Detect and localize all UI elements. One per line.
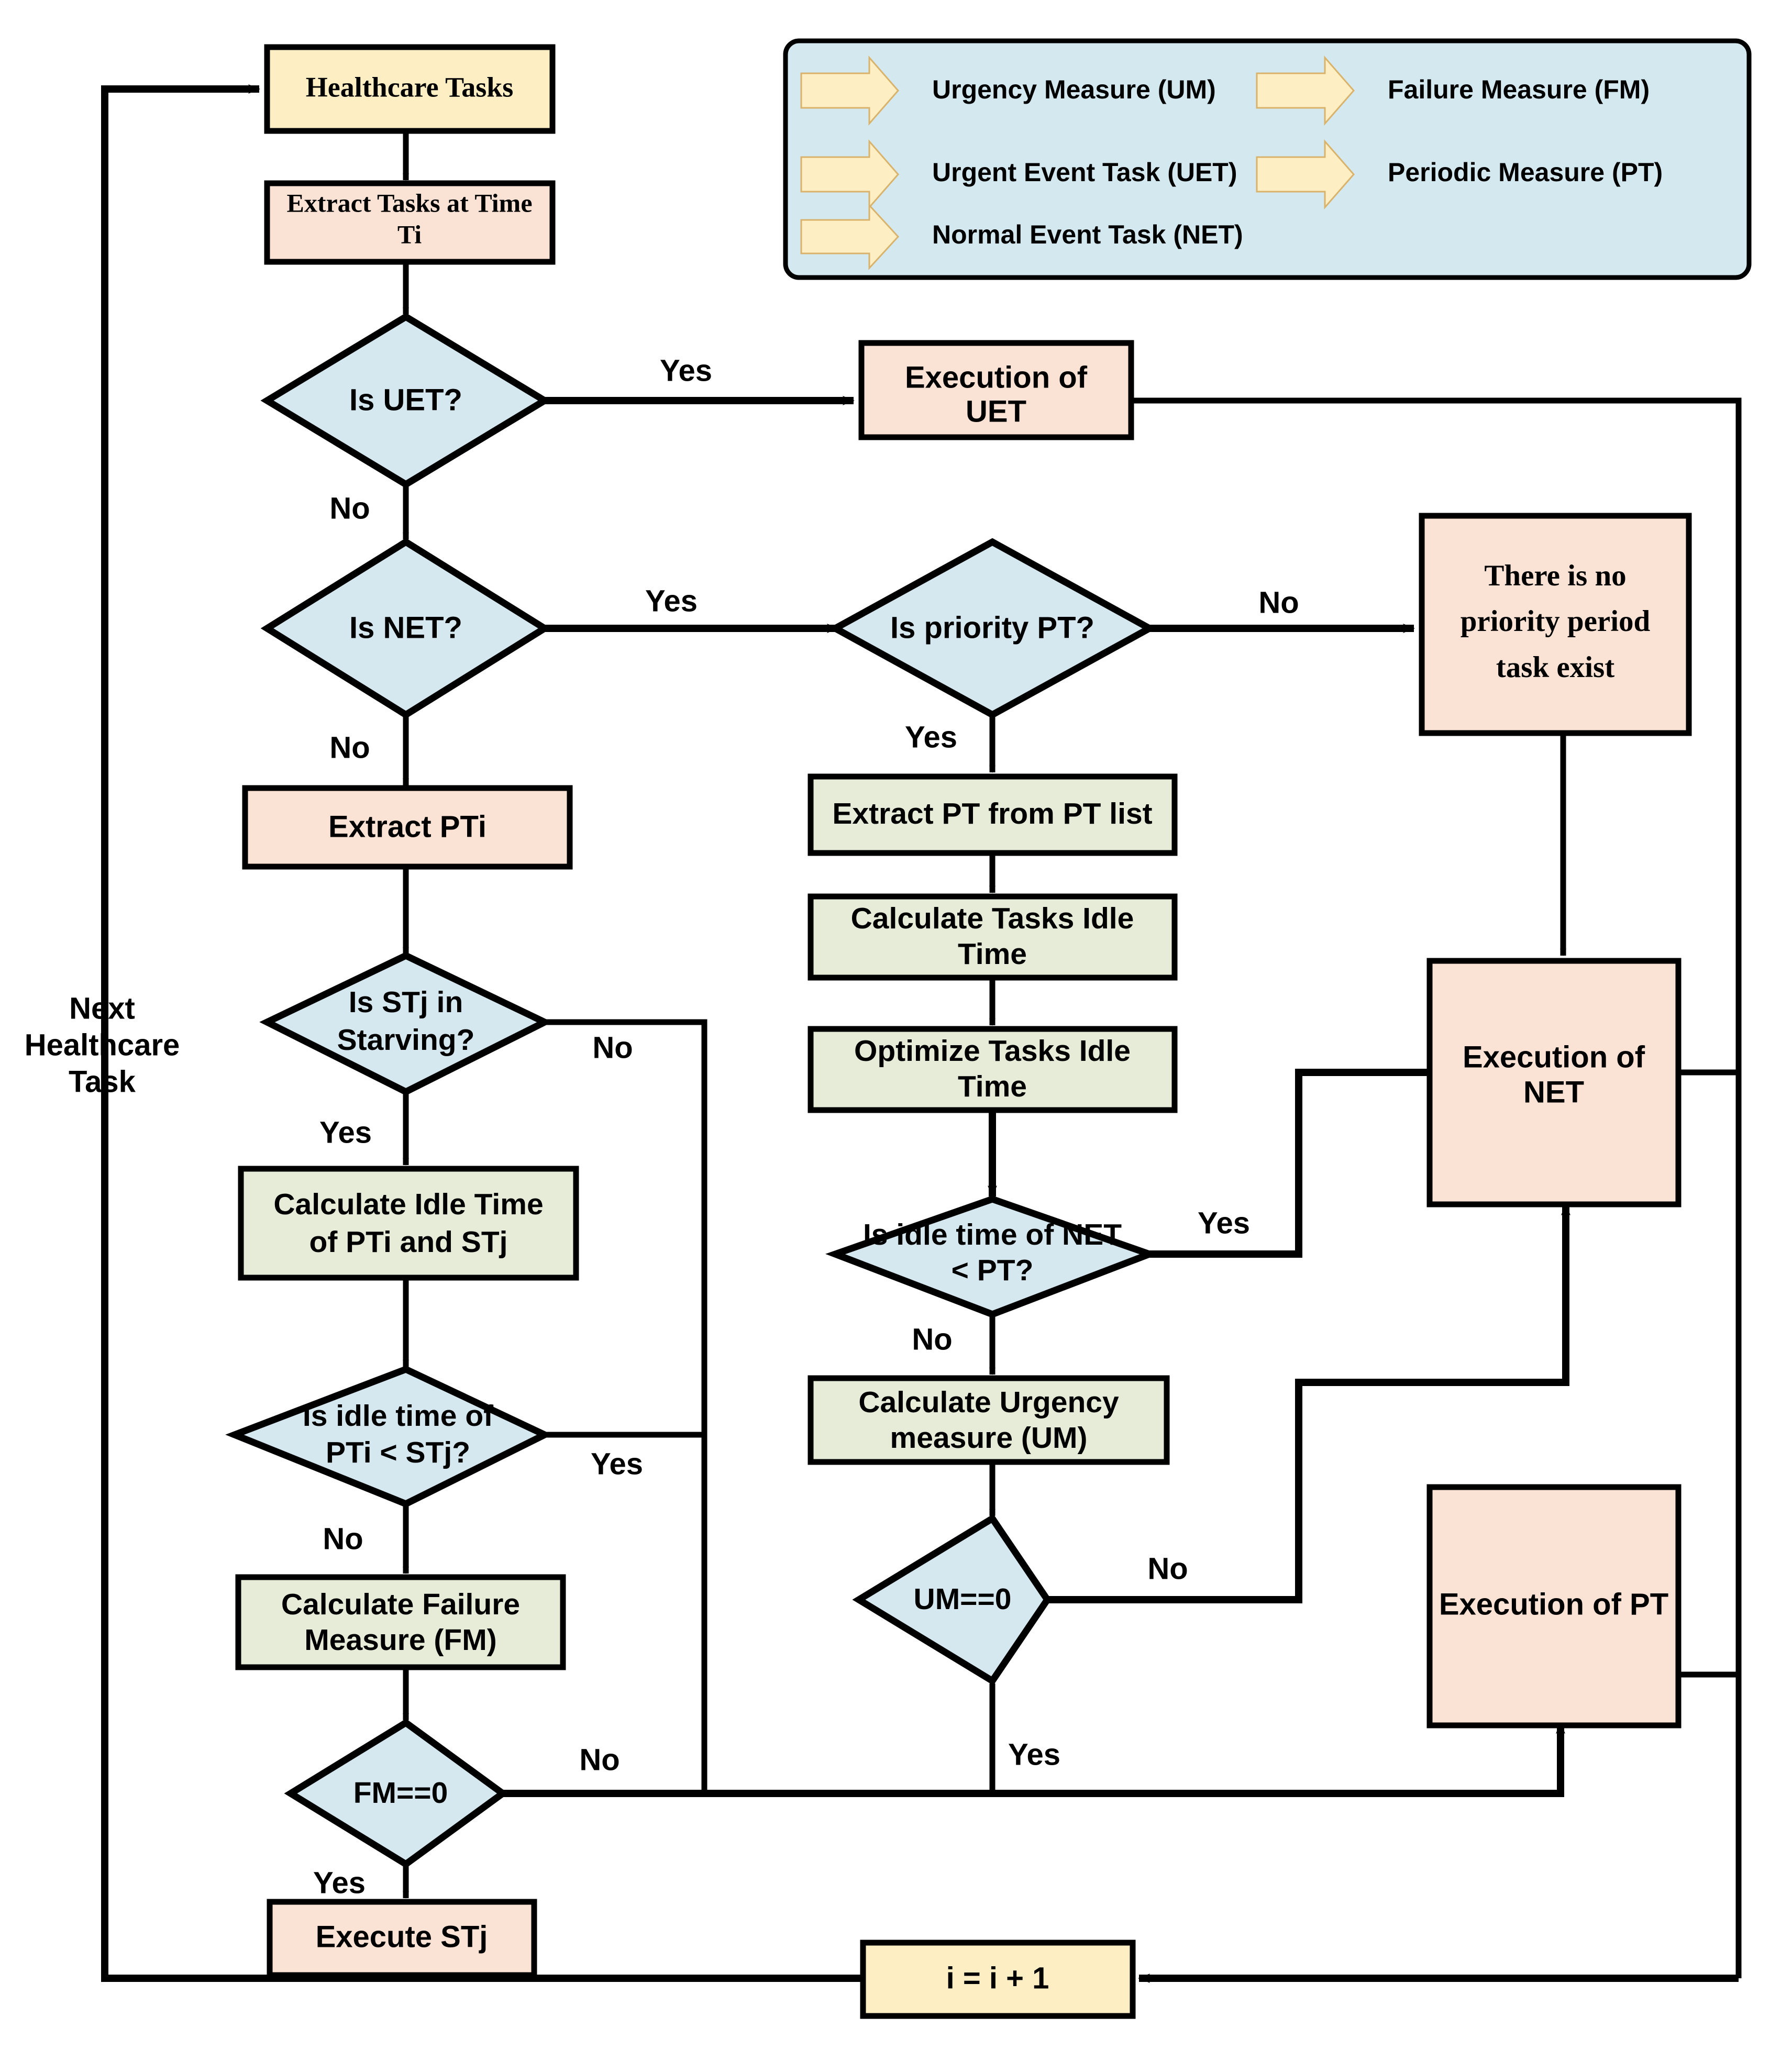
edge-label-starving-no: No [592, 1030, 633, 1065]
next-healthcare-line2: Healthcare [25, 1028, 180, 1062]
node-is-uet[interactable]: Is UET? [260, 313, 551, 489]
node-um-equals-zero[interactable]: UM==0 [852, 1514, 1052, 1686]
connectors [101, 84, 1742, 1983]
edge-label-priority-no: No [1258, 585, 1299, 619]
legend-label-um: Urgency Measure (UM) [932, 75, 1216, 104]
legend-arrow-icon-3 [1256, 56, 1355, 126]
next-healthcare-line3: Task [69, 1065, 136, 1099]
node-calculate-tasks-idle-time[interactable]: Calculate Tasks Idle Time [807, 893, 1178, 981]
node-is-stj-starving-line2: Starving? [337, 1023, 475, 1057]
node-increment-label: i = i + 1 [946, 1961, 1049, 1995]
edge-label-idle-net-yes: Yes [1198, 1206, 1250, 1240]
node-execution-net-line2: NET [1523, 1075, 1584, 1109]
node-is-net-label: Is NET? [349, 611, 462, 645]
legend-arrow-icon-1 [800, 139, 899, 209]
node-is-idle-pti-line2: PTi < STj? [326, 1436, 470, 1469]
node-execution-of-pt[interactable]: Execution of PT [1426, 1484, 1682, 1728]
legend-label-uet: Urgent Event Task (UET) [932, 158, 1237, 187]
node-calc-tasks-idle-line2: Time [958, 937, 1027, 971]
node-calc-urgency-line1: Calculate Urgency [858, 1386, 1119, 1419]
node-is-net[interactable]: Is NET? [260, 538, 551, 719]
node-calculate-failure-measure[interactable]: Calculate Failure Measure (FM) [235, 1574, 566, 1670]
node-optimize-tasks-idle-line2: Time [958, 1070, 1027, 1103]
node-extract-tasks-line2: Ti [397, 219, 422, 249]
node-no-priority-period-task[interactable]: There is no priority period task exist [1419, 513, 1692, 736]
node-extract-pt-list-label: Extract PT from PT list [832, 797, 1152, 830]
edge-label-uet-no: No [329, 491, 370, 525]
edge-label-um-yes: Yes [1008, 1737, 1060, 1771]
node-is-idle-net-line1: Is idle time of NET [863, 1218, 1122, 1251]
node-execution-of-net[interactable]: Execution of NET [1426, 958, 1682, 1207]
label-next-healthcare-task: Next Healthcare Task [25, 991, 180, 1099]
legend-arrow-icon-2 [800, 203, 900, 270]
node-is-priority-pt-label: Is priority PT? [890, 611, 1094, 645]
edge-label-fm-yes: Yes [313, 1866, 366, 1900]
node-fm-equals-zero[interactable]: FM==0 [284, 1719, 509, 1868]
legend-arrow-icon-0 [800, 56, 899, 126]
node-calc-urgency-line2: measure (UM) [890, 1421, 1088, 1455]
node-no-priority-line1: There is no [1484, 559, 1626, 592]
node-calculate-idle-time-pti-stj[interactable]: Calculate Idle Time of PTi and STj [238, 1166, 579, 1281]
node-execute-stj[interactable]: Execute STj [267, 1899, 537, 1978]
legend-panel: Urgency Measure (UM) Urgent Event Task (… [783, 38, 1752, 280]
legend-label-pt: Periodic Measure (PT) [1388, 158, 1663, 187]
node-calc-failure-line1: Calculate Failure [281, 1588, 520, 1621]
node-is-idle-pti-lt-stj[interactable]: Is idle time of PTi < STj? [225, 1365, 552, 1508]
edge-label-net-yes: Yes [645, 584, 698, 618]
node-calc-failure-line2: Measure (FM) [304, 1623, 496, 1657]
node-optimize-tasks-idle-line1: Optimize Tasks Idle [854, 1034, 1131, 1068]
node-is-uet-label: Is UET? [349, 383, 462, 417]
node-no-priority-line2: priority period [1461, 605, 1651, 638]
next-healthcare-line1: Next [69, 991, 135, 1025]
node-optimize-tasks-idle-time[interactable]: Optimize Tasks Idle Time [807, 1026, 1178, 1113]
node-fm-eq-zero-label: FM==0 [353, 1776, 448, 1810]
node-is-idle-pti-line1: Is idle time of [303, 1399, 494, 1433]
node-execution-of-uet[interactable]: Execution of UET [858, 340, 1134, 440]
node-extract-tasks-line1: Extract Tasks at Time [286, 188, 532, 217]
legend-label-fm: Failure Measure (FM) [1388, 75, 1650, 104]
node-is-idle-net-line2: < PT? [952, 1254, 1034, 1287]
node-calc-idle-pti-stj-line2: of PTi and STj [309, 1225, 508, 1259]
edge-label-starving-yes: Yes [319, 1115, 372, 1149]
legend-arrow-icon-4 [1256, 139, 1355, 209]
node-extract-pti-label: Extract PTi [328, 810, 486, 844]
legend-label-net: Normal Event Task (NET) [932, 220, 1243, 249]
edge-label-um-no: No [1147, 1552, 1188, 1586]
node-healthcare-tasks-label: Healthcare Tasks [306, 71, 514, 103]
node-extract-pt-from-list[interactable]: Extract PT from PT list [807, 773, 1178, 856]
node-no-priority-line3: task exist [1496, 651, 1614, 684]
node-is-priority-pt[interactable]: Is priority PT? [828, 538, 1157, 719]
edge-label-idle-net-no: No [912, 1322, 952, 1356]
node-calculate-urgency-measure[interactable]: Calculate Urgency measure (UM) [807, 1375, 1170, 1465]
node-increment-counter[interactable]: i = i + 1 [860, 1940, 1136, 2019]
node-calc-idle-pti-stj-line1: Calculate Idle Time [273, 1188, 543, 1221]
node-calc-tasks-idle-line1: Calculate Tasks Idle [851, 902, 1134, 935]
edge-label-net-no: No [329, 730, 370, 764]
edge-label-priority-yes: Yes [905, 720, 957, 754]
edge-label-idle-pti-no: No [323, 1522, 363, 1556]
node-extract-tasks-at-time[interactable]: Extract Tasks at Time Ti [264, 180, 556, 265]
edge-label-fm-no: No [579, 1743, 620, 1777]
node-extract-pti[interactable]: Extract PTi [242, 785, 573, 870]
edge-label-uet-yes: Yes [660, 353, 712, 387]
node-execute-stj-label: Execute STj [316, 1920, 488, 1954]
edge-label-idle-pti-yes: Yes [591, 1447, 643, 1481]
node-is-stj-starving-line1: Is STj in [349, 985, 463, 1019]
node-is-stj-starving[interactable]: Is STj in Starving? [259, 951, 552, 1096]
node-healthcare-tasks[interactable]: Healthcare Tasks [264, 44, 556, 134]
node-execution-uet-line2: UET [966, 394, 1026, 428]
node-um-eq-zero-label: UM==0 [914, 1582, 1012, 1616]
node-is-idle-net-lt-pt[interactable]: Is idle time of NET < PT? [825, 1195, 1159, 1318]
node-execution-uet-line1: Execution of [905, 360, 1088, 394]
edge-labels: Yes No Yes No No Yes No Yes Yes No Yes N… [313, 353, 1299, 1900]
node-execution-net-line1: Execution of [1463, 1040, 1645, 1074]
node-execution-pt-label: Execution of PT [1439, 1587, 1668, 1621]
